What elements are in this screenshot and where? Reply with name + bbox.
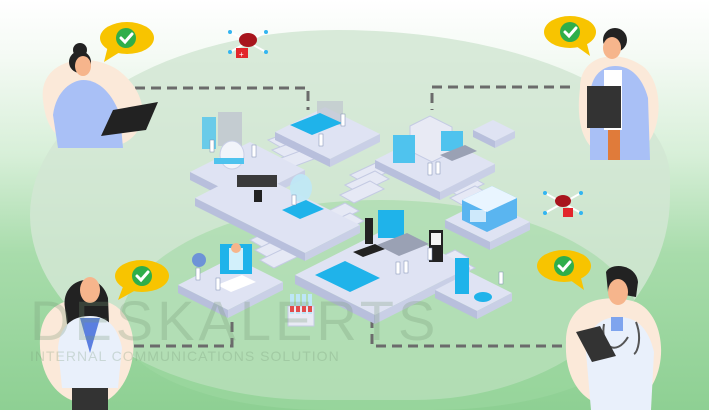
check-icon [135,270,150,283]
svg-text:+: + [239,50,244,59]
speech-bubble-top-right [544,16,596,56]
check-icon [557,260,572,273]
speech-bubble-bottom-right [537,250,591,290]
person-top-left-woman-tablet [42,43,158,149]
person-top-right-doctor-clipboard [578,28,659,160]
speech-bubble-top-left [100,22,154,62]
speech-bubble-bottom-left [115,260,169,300]
person-bottom-left-female-doctor [39,277,134,410]
check-icon [119,32,134,45]
person-bottom-right-doctor-stethoscope [565,266,662,410]
check-icon [563,26,578,39]
